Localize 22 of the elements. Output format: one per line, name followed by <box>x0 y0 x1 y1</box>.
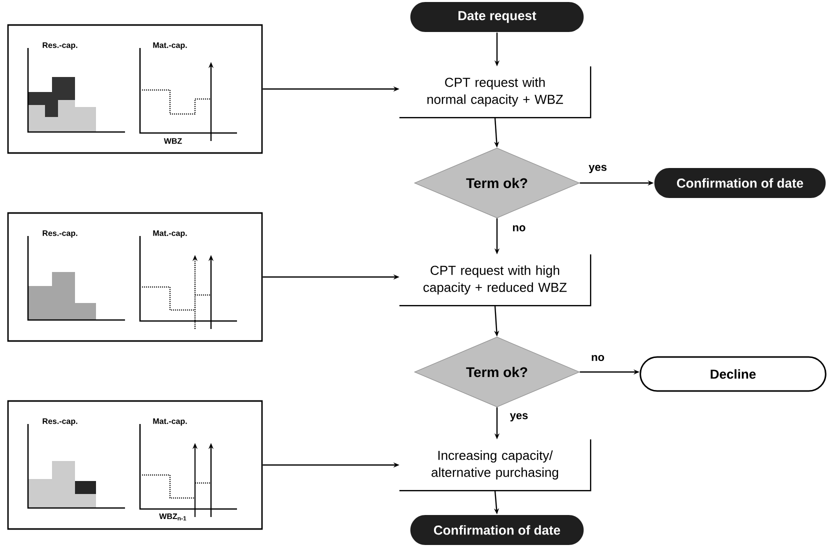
chart-label: Mat.-cap. <box>153 230 187 238</box>
process-box: CPT request with high capacity + reduced WBZ <box>399 254 592 306</box>
terminal-pill: Date request <box>410 2 584 32</box>
terminal-pill: Decline <box>640 356 826 392</box>
chart-label: WBZ$_{n-1}$ <box>159 514 186 520</box>
chart-panel <box>7 212 263 342</box>
chart-label: Mat.-cap. <box>153 418 187 426</box>
edge-label: yes <box>588 164 608 174</box>
edge-label: no <box>590 354 606 362</box>
terminal-pill: Confirmation of date <box>410 515 584 545</box>
process-box: Increasing capacity/ alternative purchasing <box>399 439 592 492</box>
chart-label: Res.-cap. <box>42 42 78 50</box>
chart-label: Mat.-cap. <box>153 42 187 50</box>
chart-panel <box>7 400 263 530</box>
edge-label: no <box>511 224 527 232</box>
chart-label: WBZ <box>164 138 182 144</box>
process-box: CPT request with normal capacity + WBZ <box>399 66 592 118</box>
edge-label: yes <box>508 412 530 422</box>
chart-label: Res.-cap. <box>42 230 78 238</box>
terminal-pill: Confirmation of date <box>654 168 826 198</box>
chart-panel <box>7 24 263 154</box>
chart-label: Res.-cap. <box>42 418 78 426</box>
